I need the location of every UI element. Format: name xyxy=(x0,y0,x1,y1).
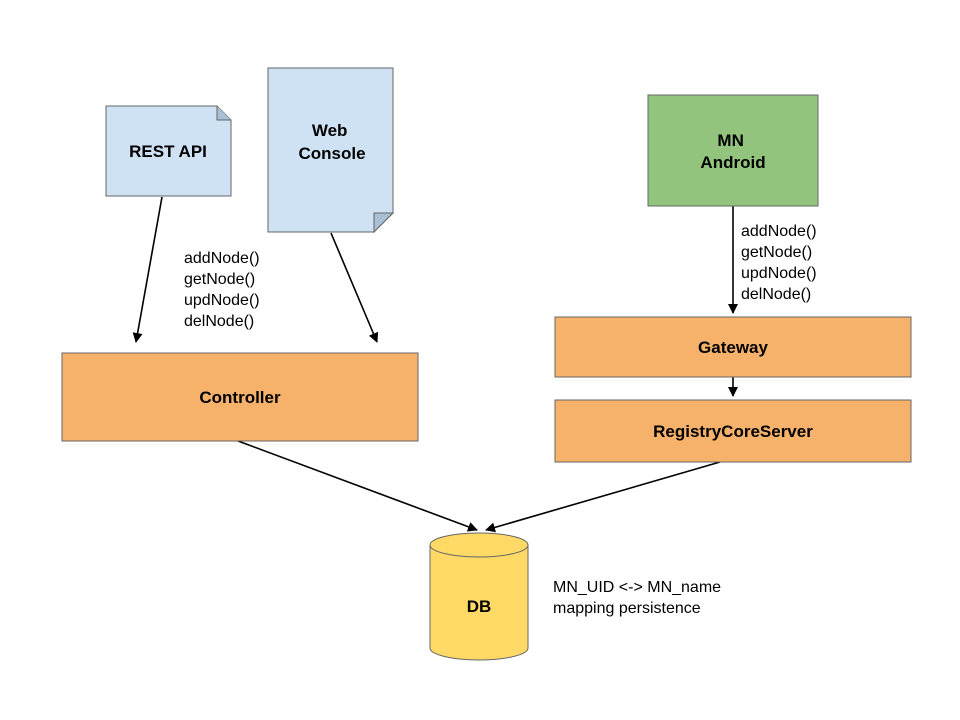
db-body xyxy=(429,545,529,661)
rest-api-shape xyxy=(105,105,232,197)
rest-api-fold xyxy=(216,106,231,121)
edge-registry-to-db xyxy=(485,461,721,533)
right-methods-annotation: addNode() getNode() updNode() delNode() xyxy=(741,223,821,303)
edge-web-console-to-controller xyxy=(330,232,379,343)
web-console-label: Web Console xyxy=(298,121,365,163)
right-method-get: getNode() xyxy=(741,244,812,261)
web-console-label-line-1: Web xyxy=(312,121,348,140)
left-method-add: addNode() xyxy=(184,250,260,267)
gateway-label: Gateway xyxy=(698,338,768,357)
web-console-fold xyxy=(373,212,395,234)
controller-label: Controller xyxy=(199,388,281,407)
rest-api-node: REST API xyxy=(105,105,232,197)
db-note: MN_UID <-> MN_name mapping persistence xyxy=(553,579,726,617)
mn-android-label-line-2: Android xyxy=(700,153,765,172)
registry-core-server-node: RegistryCoreServer xyxy=(554,399,912,463)
registry-core-server-label: RegistryCoreServer xyxy=(653,422,813,441)
web-console-label-line-2: Console xyxy=(298,144,365,163)
db-node: DB xyxy=(429,532,529,661)
db-note-line-1: MN_UID <-> MN_name xyxy=(553,579,721,596)
db-label: DB xyxy=(467,597,492,616)
mn-android-label: MN Android xyxy=(700,131,765,172)
db-note-line-2: mapping persistence xyxy=(553,600,701,617)
edge-controller-to-db xyxy=(237,440,478,532)
left-method-upd: updNode() xyxy=(184,292,260,309)
mn-android-shape xyxy=(647,94,819,207)
registry-core-server-shape xyxy=(554,399,912,463)
rest-api-label: REST API xyxy=(129,142,207,161)
gateway-node: Gateway xyxy=(554,316,912,378)
right-method-add: addNode() xyxy=(741,223,817,240)
right-method-del: delNode() xyxy=(741,286,811,303)
gateway-shape xyxy=(554,316,912,378)
mn-android-label-line-1: MN xyxy=(717,131,743,150)
controller-shape xyxy=(61,352,419,442)
left-method-del: delNode() xyxy=(184,313,254,330)
controller-node: Controller xyxy=(61,352,419,442)
edge-rest-api-to-controller xyxy=(132,196,163,343)
right-method-upd: updNode() xyxy=(741,265,817,282)
left-method-get: getNode() xyxy=(184,271,255,288)
left-methods-annotation: addNode() getNode() updNode() delNode() xyxy=(184,250,264,330)
db-top xyxy=(429,532,529,558)
mn-android-node: MN Android xyxy=(647,94,819,207)
web-console-node: Web Console xyxy=(267,67,395,234)
